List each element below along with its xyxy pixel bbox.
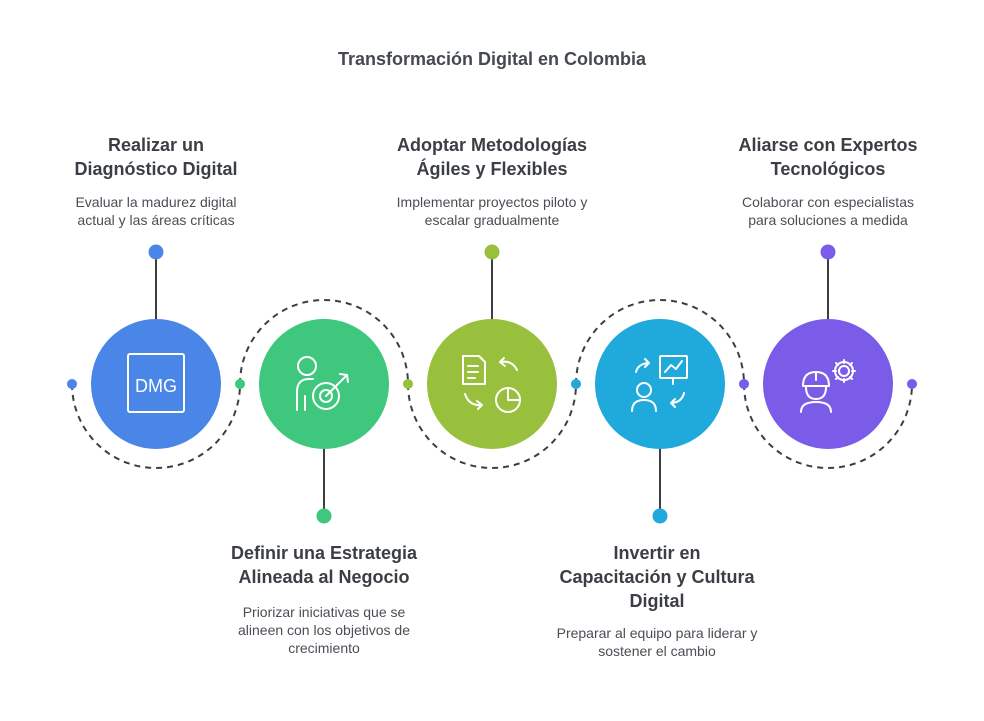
junction-dot <box>571 379 581 389</box>
step-1-circle <box>91 319 221 449</box>
step-4-desc-line: sostener el cambio <box>598 643 716 659</box>
step-1-title-line: Realizar un <box>107 135 205 155</box>
engineer-gear-icon <box>800 359 856 413</box>
step-1-description: Evaluar la madurez digital actual y las … <box>46 193 266 229</box>
step-5-title-line: Tecnológicos <box>770 159 886 179</box>
step-3-circle <box>427 319 557 449</box>
step-2-dot <box>316 508 332 524</box>
dashed-arc-5 <box>743 383 913 469</box>
junction-dot <box>907 379 917 389</box>
step-2-title: Definir una Estrategia Alineada al Negoc… <box>204 541 444 589</box>
document-cycle-chart-icon <box>462 355 521 413</box>
step-4-circle <box>595 319 725 449</box>
step-4-title-line: Invertir en <box>613 543 701 563</box>
person-presentation-icon <box>631 355 688 412</box>
step-3-title-line: Adoptar Metodologías <box>397 135 587 155</box>
diagram-title: Transformación Digital en Colombia <box>337 49 647 69</box>
junction-dot <box>403 379 413 389</box>
step-1-title-line: Diagnóstico Digital <box>74 159 238 179</box>
step-2-desc-line: Priorizar iniciativas que se <box>242 604 406 620</box>
step-1-dot <box>148 244 164 260</box>
step-3-desc-line: Implementar proyectos piloto y <box>396 194 588 210</box>
dashed-arc-2 <box>239 299 409 385</box>
step-5-desc-line: para soluciones a medida <box>748 212 908 228</box>
step-3-desc-line: escalar gradualmente <box>424 212 560 228</box>
dmg-badge-text: DMG <box>135 376 177 396</box>
dashed-arc-1 <box>71 383 241 469</box>
step-1-title: Realizar un Diagnóstico Digital <box>56 133 256 181</box>
step-3-dot <box>484 244 500 260</box>
junction-dot <box>739 379 749 389</box>
step-4-title-line: Capacitación y Cultura <box>559 567 755 587</box>
step-2-description: Priorizar iniciativas que se alineen con… <box>204 603 444 657</box>
step-1-desc-line: actual y las áreas críticas <box>77 212 235 228</box>
junction-dot <box>67 379 77 389</box>
step-2-desc-line: alineen con los objetivos de <box>237 622 410 638</box>
step-3-title: Adoptar Metodologías Ágiles y Flexibles <box>377 133 607 181</box>
step-4-title-line: Digital <box>629 591 685 611</box>
step-5-description: Colaborar con especialistas para solucio… <box>713 193 943 229</box>
step-2-desc-line: crecimiento <box>288 640 360 656</box>
dashed-arc-3 <box>407 383 577 469</box>
step-2-title-line: Definir una Estrategia <box>230 543 418 563</box>
step-3-title-line: Ágiles y Flexibles <box>416 159 568 179</box>
person-target-icon <box>296 356 349 411</box>
dmg-badge-icon: DMG <box>127 353 185 413</box>
step-4-title: Invertir en Capacitación y Cultura Digit… <box>532 541 782 613</box>
step-4-desc-line: Preparar al equipo para liderar y <box>556 625 758 641</box>
step-4-description: Preparar al equipo para liderar y sosten… <box>522 624 792 660</box>
step-2-title-line: Alineada al Negocio <box>238 567 410 587</box>
step-5-title: Aliarse con Expertos Tecnológicos <box>713 133 943 181</box>
dashed-arc-4 <box>575 299 745 385</box>
step-1-desc-line: Evaluar la madurez digital <box>75 194 237 210</box>
step-4-dot <box>652 508 668 524</box>
junction-dot <box>235 379 245 389</box>
step-5-dot <box>820 244 836 260</box>
step-3-description: Implementar proyectos piloto y escalar g… <box>367 193 617 229</box>
step-5-desc-line: Colaborar con especialistas <box>742 194 914 210</box>
step-5-title-line: Aliarse con Expertos <box>738 135 918 155</box>
